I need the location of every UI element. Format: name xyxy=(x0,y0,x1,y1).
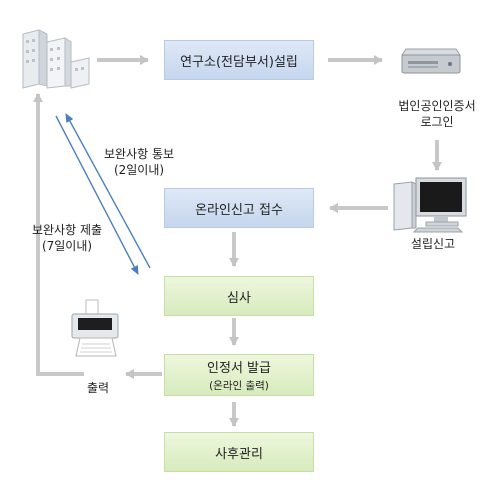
certificate-label: 인정서 발급 xyxy=(207,361,271,376)
online-receipt-box: 온라인신고 접수 xyxy=(164,188,314,228)
online-receipt-label: 온라인신고 접수 xyxy=(195,202,283,218)
printer-icon xyxy=(71,299,119,357)
notify-label-line1: 보완사항 통보 xyxy=(103,147,175,161)
notify-label-line2: (2일이내) xyxy=(113,163,165,177)
aftercare-label: 사후관리 xyxy=(215,446,263,462)
submit-label: 보완사항 제출 (7일이내) xyxy=(22,222,112,254)
review-label: 심사 xyxy=(227,290,251,306)
report-filing-label: 설립신고 xyxy=(410,237,456,251)
certificate-box: 인정서 발급 (온라인 출력) xyxy=(164,354,314,396)
establish-box: 연구소(전담부서)설립 xyxy=(164,40,314,80)
computer-icon xyxy=(393,177,467,233)
print-label: 출력 xyxy=(86,381,110,395)
submit-label-line1: 보완사항 제출 xyxy=(31,223,103,237)
building-icon xyxy=(22,29,90,89)
establish-label: 연구소(전담부서)설립 xyxy=(180,54,298,70)
login-label: 법인공인인증서 로그인 xyxy=(392,98,482,130)
certificate-sublabel: (온라인 출력) xyxy=(209,380,269,392)
login-label-line1: 법인공인인증서 xyxy=(398,99,476,113)
login-label-line2: 로그인 xyxy=(420,115,454,129)
server-icon xyxy=(401,48,461,74)
aftercare-box: 사후관리 xyxy=(164,432,314,472)
notify-label: 보완사항 통보 (2일이내) xyxy=(94,146,184,178)
arrow-submit xyxy=(55,115,139,275)
arrow-notify xyxy=(65,113,151,269)
arrow-output-to-building xyxy=(33,93,84,376)
submit-label-line2: (7일이내) xyxy=(41,239,93,253)
review-box: 심사 xyxy=(164,276,314,316)
